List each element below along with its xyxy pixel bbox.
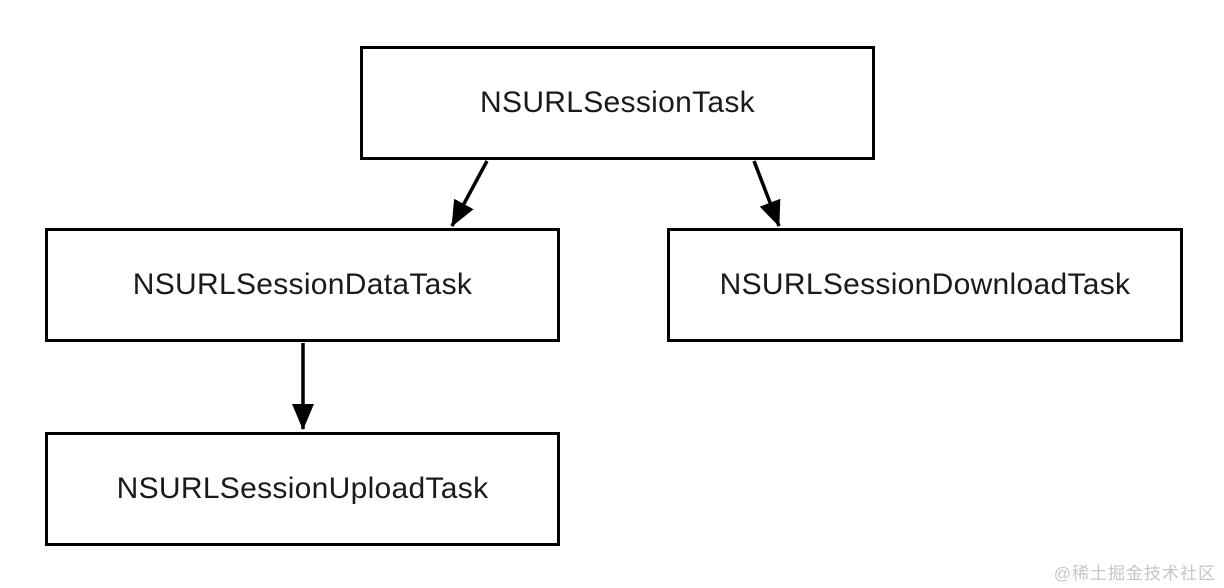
node-nsurlsessiontask-label: NSURLSessionTask	[480, 86, 755, 119]
edge-task-to-downloadtask	[752, 160, 781, 227]
node-nsurlsessiondownloadtask-label: NSURLSessionDownloadTask	[719, 268, 1131, 301]
node-nsurlsessiontask: NSURLSessionTask	[360, 46, 875, 160]
node-nsurlsessionuploadtask: NSURLSessionUploadTask	[45, 432, 560, 546]
edge-task-to-datatask	[450, 160, 489, 227]
node-nsurlsessiondatatask-label: NSURLSessionDataTask	[132, 268, 473, 301]
node-nsurlsessiondatatask: NSURLSessionDataTask	[45, 228, 560, 342]
watermark: @稀土掘金技术社区	[1053, 564, 1216, 583]
node-nsurlsessiondownloadtask: NSURLSessionDownloadTask	[667, 228, 1183, 342]
node-nsurlsessionuploadtask-label: NSURLSessionUploadTask	[116, 472, 489, 505]
